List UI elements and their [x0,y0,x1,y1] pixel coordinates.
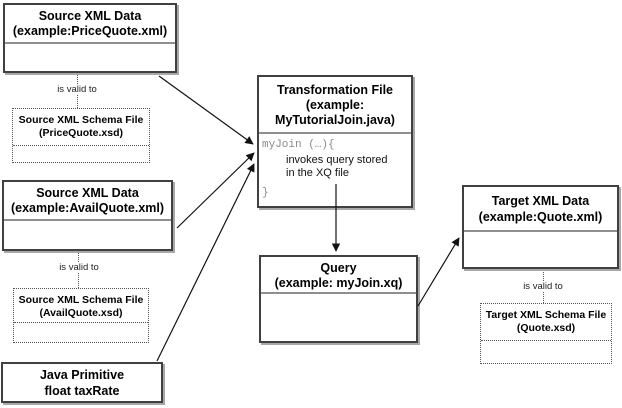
node-title-line: MyTutorialJoin.java) [275,113,395,127]
transformation-note-line: invokes query stored [286,154,388,166]
node-title-line: (example:AvailQuote.xml) [10,201,165,215]
code-line-open: myJoin (…){ [262,139,335,151]
node-title: Target XML Data (example:Quote.xml) [464,187,617,232]
edge-label-is-valid-to: is valid to [54,84,100,95]
node-title: Source XML Schema File (PriceQuote.xsd) [13,109,149,146]
node-title-line: (example: [305,98,365,112]
node-title-line: Query [320,261,357,275]
node-source-xml-schema-availquote: Source XML Schema File (AvailQuote.xsd) [13,288,149,343]
node-title-line: Transformation File [277,83,393,97]
node-title-line: Source XML Schema File [18,114,144,126]
node-title: Java Primitive float taxRate [3,364,161,399]
node-title-line: Java Primitive [39,368,125,382]
transformation-body: myJoin (…){ invokes query stored in the … [259,139,411,199]
arrow-query-to-target [417,237,460,307]
edge-label-is-valid-to: is valid to [520,281,566,292]
edge-label-is-valid-to: is valid to [56,262,102,273]
node-java-primitive: Java Primitive float taxRate [1,362,163,403]
node-title-line: (AvailQuote.xsd) [39,307,123,319]
node-title-line: (example: myJoin.xq) [274,276,403,290]
transformation-note-line: in the XQ file [286,166,349,179]
arrow-source-avail-to-transformation [176,152,255,229]
node-source-xml-data-availquote: Source XML Data (example:AvailQuote.xml) [2,180,173,251]
node-title: Transformation File (example: MyTutorial… [259,77,411,134]
node-title: Source XML Data (example:PriceQuote.xml) [5,5,175,44]
node-title: Target XML Schema File (Quote.xsd) [481,304,611,341]
node-title-line: (Quote.xsd) [516,322,576,334]
node-title: Source XML Schema File (AvailQuote.xsd) [14,289,148,323]
node-title: Source XML Data (example:AvailQuote.xml) [4,182,171,221]
node-source-xml-data-pricequote: Source XML Data (example:PriceQuote.xml) [3,3,177,73]
node-title-line: Target XML Schema File [485,309,607,321]
node-title: Query (example: myJoin.xq) [261,257,416,294]
transformation-note: invokes query stored in the XQ file [286,154,411,179]
node-title-line: Source XML Data [38,9,142,23]
node-transformation-file: Transformation File (example: MyTutorial… [257,75,413,208]
node-title-line: float taxRate [44,384,120,398]
node-title-line: (PriceQuote.xsd) [38,127,124,139]
node-query: Query (example: myJoin.xq) [259,255,418,343]
node-target-xml-schema: Target XML Schema File (Quote.xsd) [480,303,612,364]
node-title-line: Source XML Schema File [18,294,144,306]
node-title-line: Source XML Data [36,186,139,200]
node-title-line: Target XML Data [491,194,590,208]
node-target-xml-data: Target XML Data (example:Quote.xml) [462,185,619,269]
code-line-close: } [262,187,269,199]
node-source-xml-schema-pricequote: Source XML Schema File (PriceQuote.xsd) [12,108,150,163]
node-title-line: (example:Quote.xml) [478,210,603,224]
node-title-line: (example:PriceQuote.xml) [12,24,168,38]
arrow-source-price-to-transformation [158,75,254,145]
